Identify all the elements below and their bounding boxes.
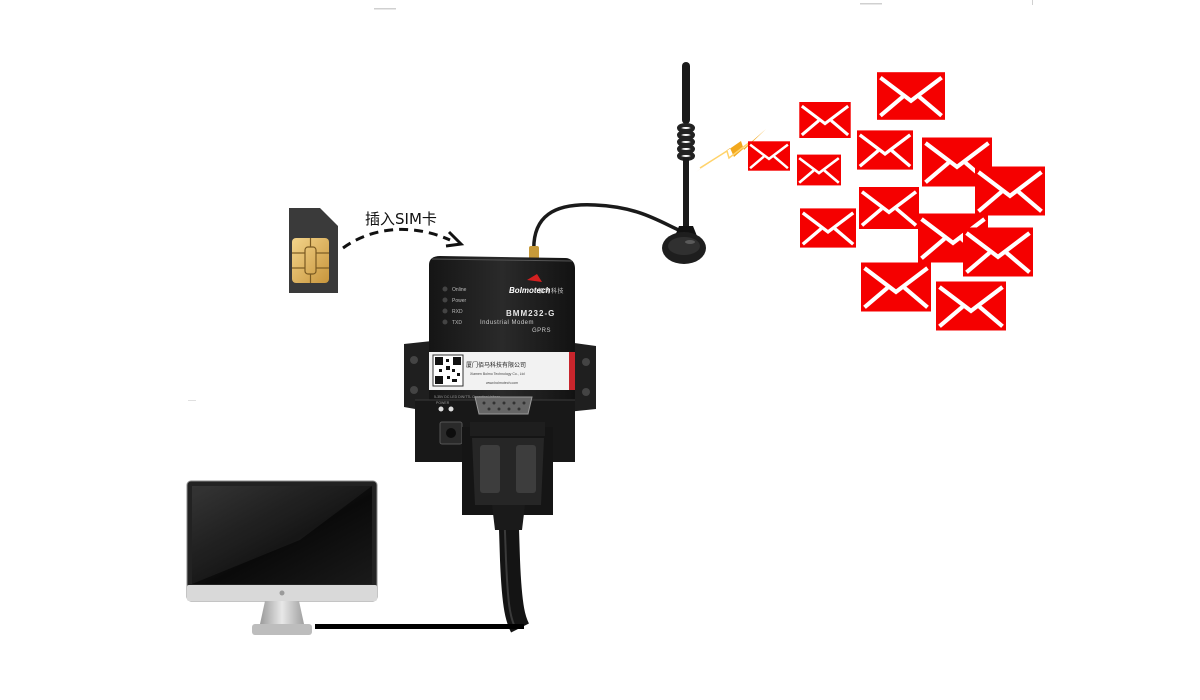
model-name: BMM232-G: [506, 309, 555, 318]
sticker-company-en: Xiamen Bolmo Technology Co., Ltd: [470, 372, 525, 376]
antenna-cable: [527, 203, 684, 264]
network-type: GPRS: [532, 328, 551, 334]
qr-code-icon: [435, 357, 461, 384]
lightning-icon: [696, 129, 766, 172]
led-label-rxd: RXD: [452, 309, 463, 315]
sticker-company-cn: 厦门佰马科技有限公司: [466, 361, 526, 369]
power-label: POWER: [436, 401, 450, 405]
led-label-power: Power: [452, 298, 467, 304]
monitor-icon: [186, 480, 378, 635]
serial-cable: [315, 497, 530, 633]
antenna-icon: [662, 62, 706, 264]
port-label: 5-35V DC LED DIN/TTL Operating Voltage: [434, 395, 500, 399]
device-type: Industrial Modem: [480, 320, 534, 326]
sticker-website: www.bolmotech.com: [486, 381, 518, 385]
top-stray-marks: [188, 0, 1033, 401]
brand-logo-icon: [527, 274, 542, 282]
device-sticker: 厦门佰马科技有限公司 Xiamen Bolmo Technology Co., …: [429, 352, 575, 390]
brand-name: Bolmotech: [509, 286, 550, 295]
apple-logo-icon: [279, 590, 285, 596]
insert-arrow: [342, 227, 465, 250]
led-panel: Online Power RXD TXD: [442, 286, 467, 326]
led-label-online: Online: [452, 287, 467, 293]
modem-device: Online Power RXD TXD Bolmotech 佰马科技 BMM2…: [404, 256, 596, 530]
envelope-icon: [748, 72, 1045, 330]
led-label-txd: TXD: [452, 320, 462, 326]
insert-sim-label: 插入SIM卡: [365, 210, 437, 228]
brand-subtitle: 佰马科技: [538, 287, 564, 295]
sim-card-icon: [289, 208, 338, 293]
